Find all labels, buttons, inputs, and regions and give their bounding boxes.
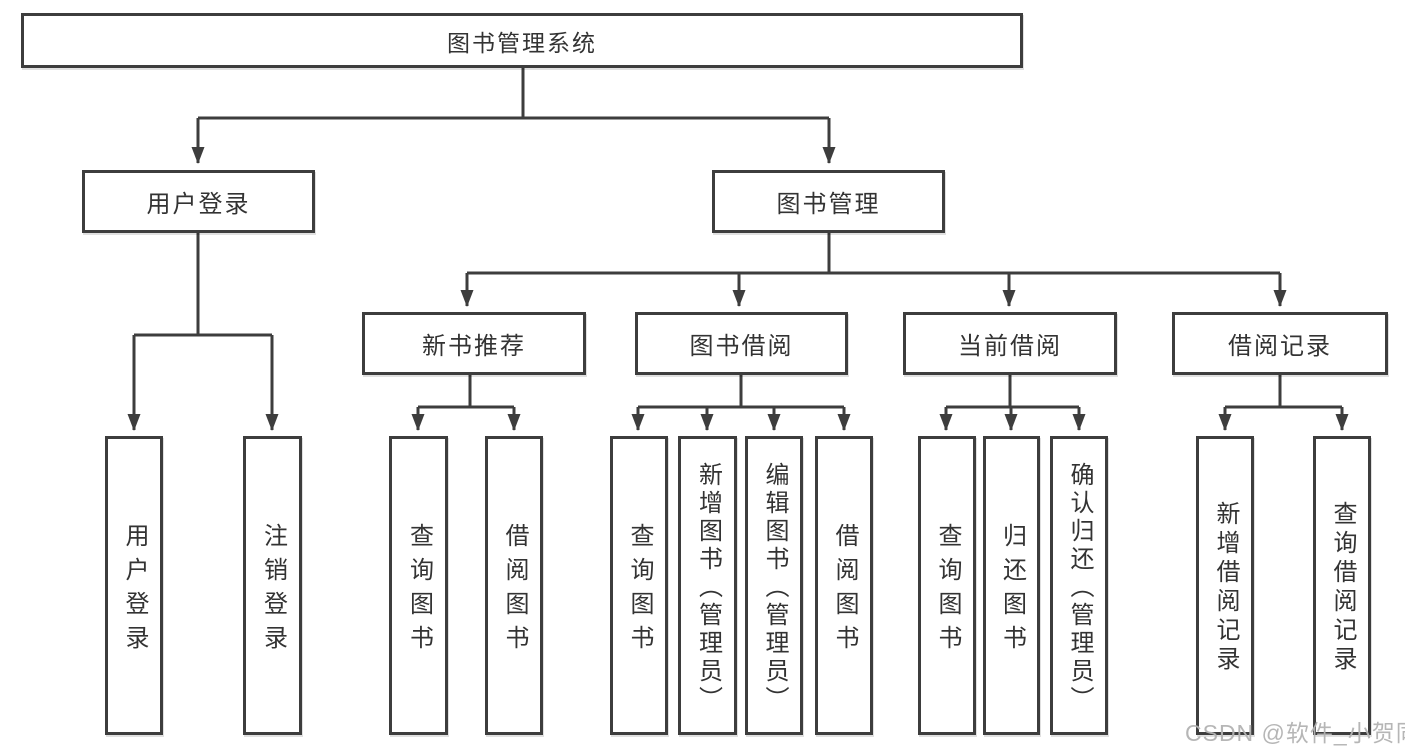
- csdn-watermark: CSDN @软件_小贺同学: [1185, 720, 1405, 746]
- node-bb-add-books-admin: 新增图书（管理员）: [678, 436, 737, 735]
- node-user-login: 用户登录: [82, 170, 315, 233]
- node-book-borrowing: 图书借阅: [635, 312, 848, 375]
- node-book-management: 图书管理: [712, 170, 945, 233]
- node-leaf-logout: 注销登录: [243, 436, 302, 735]
- node-current-borrowing: 当前借阅: [903, 312, 1117, 375]
- node-new-book-recommendation: 新书推荐: [362, 312, 586, 375]
- node-bb-borrow-books: 借阅图书: [815, 436, 873, 735]
- node-leaf-user-login: 用户登录: [105, 436, 163, 735]
- node-nb-borrow-books: 借阅图书: [485, 436, 543, 735]
- node-bb-query-books: 查询图书: [610, 436, 668, 735]
- node-borrowing-records: 借阅记录: [1172, 312, 1388, 375]
- node-bb-edit-books-admin: 编辑图书（管理员）: [745, 436, 803, 735]
- node-cb-confirm-return-admin: 确认归还（管理员）: [1050, 436, 1108, 735]
- node-cb-return-books: 归还图书: [983, 436, 1040, 735]
- node-br-add-borrow-record: 新增借阅记录: [1196, 436, 1254, 735]
- node-library-management-system: 图书管理系统: [21, 13, 1023, 68]
- node-cb-query-books: 查询图书: [918, 436, 976, 735]
- node-br-query-borrow-record: 查询借阅记录: [1313, 436, 1371, 735]
- connector-trunks: [134, 68, 1342, 409]
- node-nb-query-books: 查询图书: [389, 436, 448, 735]
